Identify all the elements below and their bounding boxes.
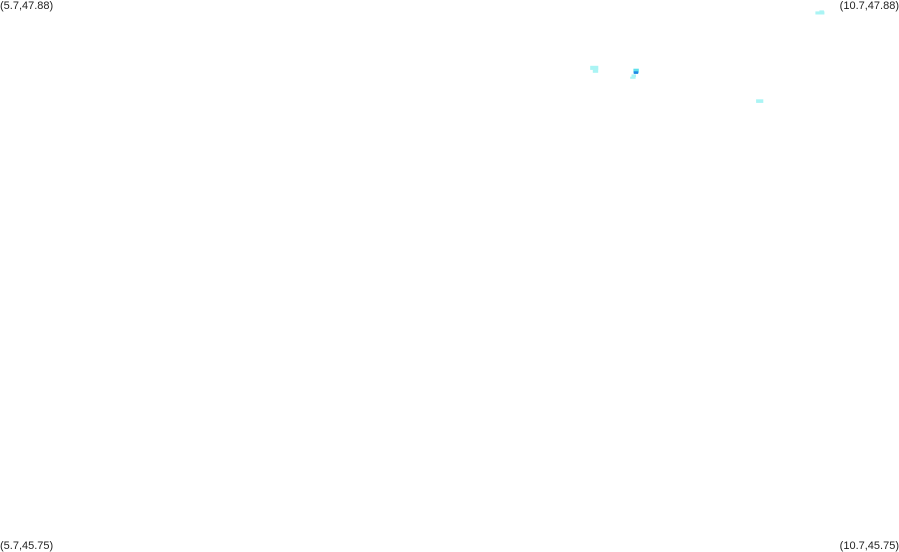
data-point [631, 74, 636, 77]
data-point [633, 68, 639, 73]
data-point [819, 10, 824, 13]
data-point [590, 65, 599, 70]
data-points-layer [590, 10, 825, 103]
data-point [633, 71, 639, 74]
data-point [630, 76, 636, 79]
corner-label-bottom-right: (10.7,45.75) [839, 540, 899, 552]
corner-label-bottom-left: (5.7,45.75) [0, 540, 54, 552]
data-point [592, 69, 599, 73]
data-point [756, 99, 764, 103]
corner-label-top-left: (5.7,47.88) [0, 0, 54, 12]
corner-label-top-right: (10.7,47.88) [839, 0, 899, 12]
